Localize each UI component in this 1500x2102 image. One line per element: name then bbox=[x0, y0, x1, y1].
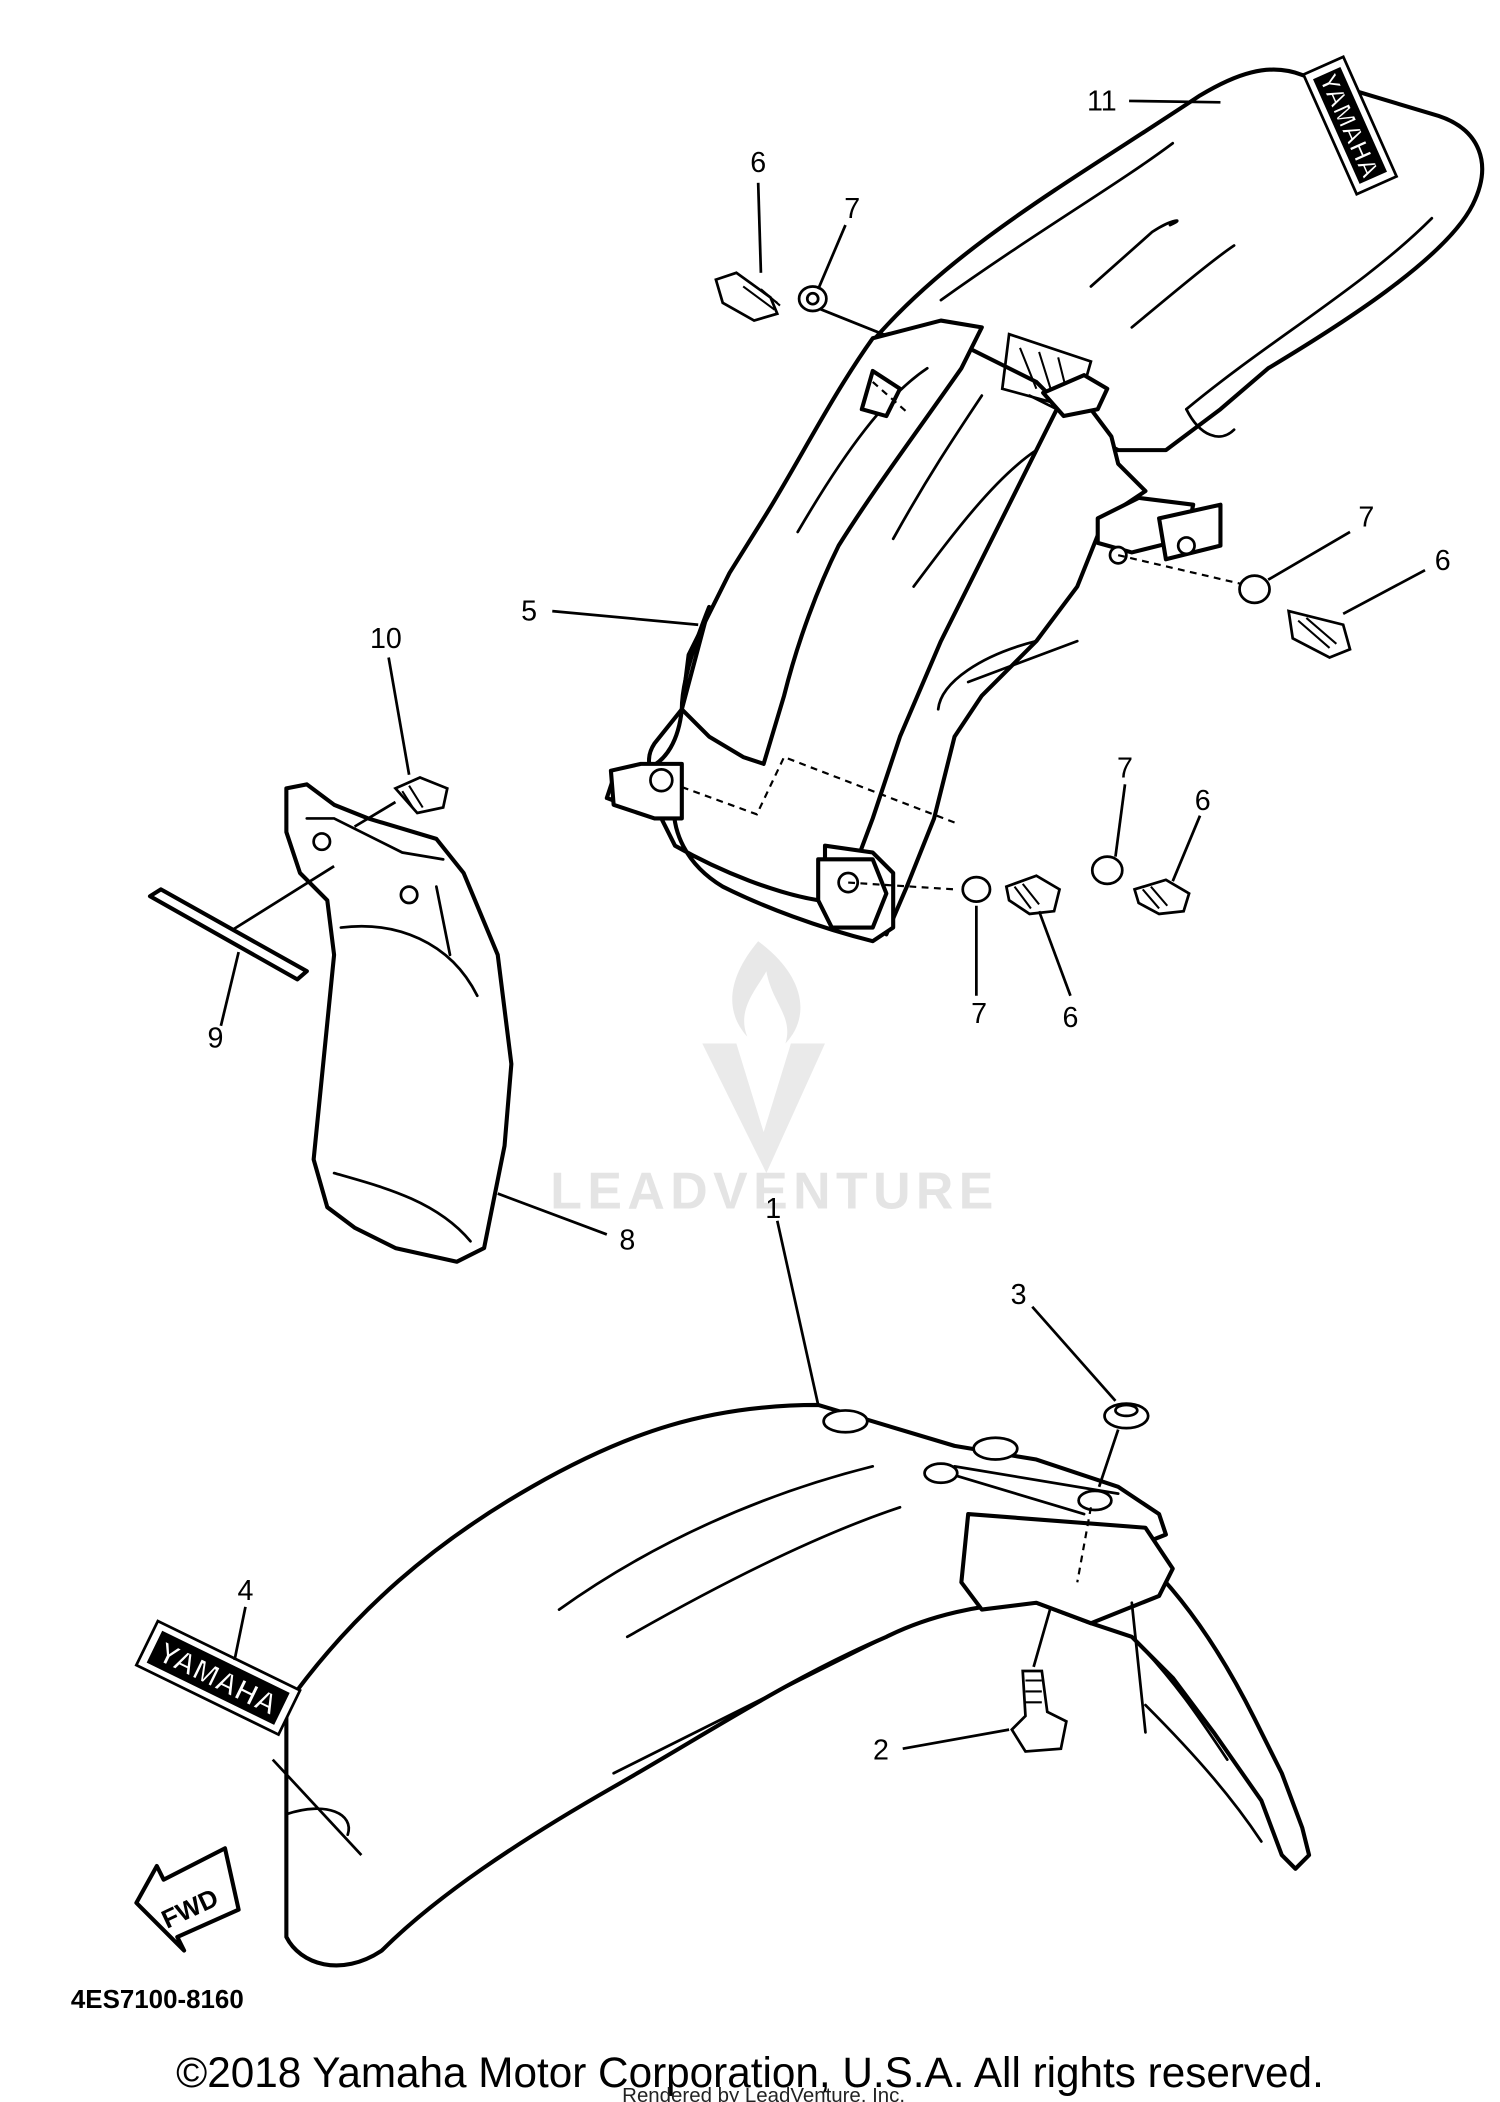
washer-lower-center bbox=[961, 875, 992, 904]
bolt-lower-center bbox=[1004, 874, 1062, 916]
rendered-by-text: Rendered by LeadVenture, Inc. bbox=[622, 2084, 905, 2102]
callout-7-lower: 7 bbox=[971, 998, 987, 1030]
callout-11: 11 bbox=[1087, 85, 1117, 117]
front-fender bbox=[284, 1402, 1312, 1968]
diagram-code: 4ES7100-8160 bbox=[71, 1986, 244, 2014]
callout-7-upper: 7 bbox=[844, 193, 860, 225]
washer-upper-left bbox=[797, 285, 828, 313]
callout-8: 8 bbox=[619, 1224, 635, 1256]
callout-6-right: 6 bbox=[1435, 545, 1451, 577]
callout-7-right: 7 bbox=[1358, 502, 1374, 534]
callout-6-lower-right: 6 bbox=[1195, 785, 1211, 817]
callout-leaders bbox=[219, 99, 1426, 1751]
leadventure-watermark: LEADVENTURE bbox=[550, 941, 999, 1220]
callout-9: 9 bbox=[207, 1023, 223, 1055]
callout-3: 3 bbox=[1011, 1279, 1027, 1311]
callout-10: 10 bbox=[370, 623, 402, 655]
callout-4: 4 bbox=[237, 1575, 253, 1607]
washer-right bbox=[1238, 574, 1271, 605]
front-fender-yamaha-decal: YAMAHA bbox=[134, 1619, 302, 1737]
callout-7-lower-right: 7 bbox=[1117, 753, 1133, 785]
watermark-text: LEADVENTURE bbox=[550, 1162, 999, 1220]
bolt-right bbox=[1286, 609, 1352, 659]
rear-fender: YAMAHA bbox=[604, 55, 1485, 944]
callout-6-lower: 6 bbox=[1062, 1002, 1078, 1034]
fwd-arrow-icon: FWD bbox=[134, 1846, 241, 1953]
fender-bolt bbox=[1010, 1609, 1068, 1753]
decal-leader bbox=[271, 1758, 363, 1857]
callout-numbers: 11 6 7 7 6 5 10 7 6 7 6 9 8 1 3 4 2 bbox=[207, 85, 1450, 1766]
bolt-lower-right bbox=[1132, 878, 1191, 916]
fork-guard bbox=[284, 782, 514, 1264]
callout-5: 5 bbox=[521, 596, 537, 628]
washer-lower-right bbox=[1090, 855, 1124, 886]
callout-6-upper: 6 bbox=[750, 147, 766, 179]
fork-guard-bolt bbox=[353, 776, 449, 828]
callout-2: 2 bbox=[873, 1735, 889, 1767]
fender-grommet bbox=[1097, 1402, 1150, 1488]
copyright-text: ©2018 Yamaha Motor Corporation, U.S.A. A… bbox=[176, 2049, 1324, 2096]
callout-1: 1 bbox=[765, 1193, 781, 1225]
fork-guard-strip bbox=[147, 865, 335, 982]
